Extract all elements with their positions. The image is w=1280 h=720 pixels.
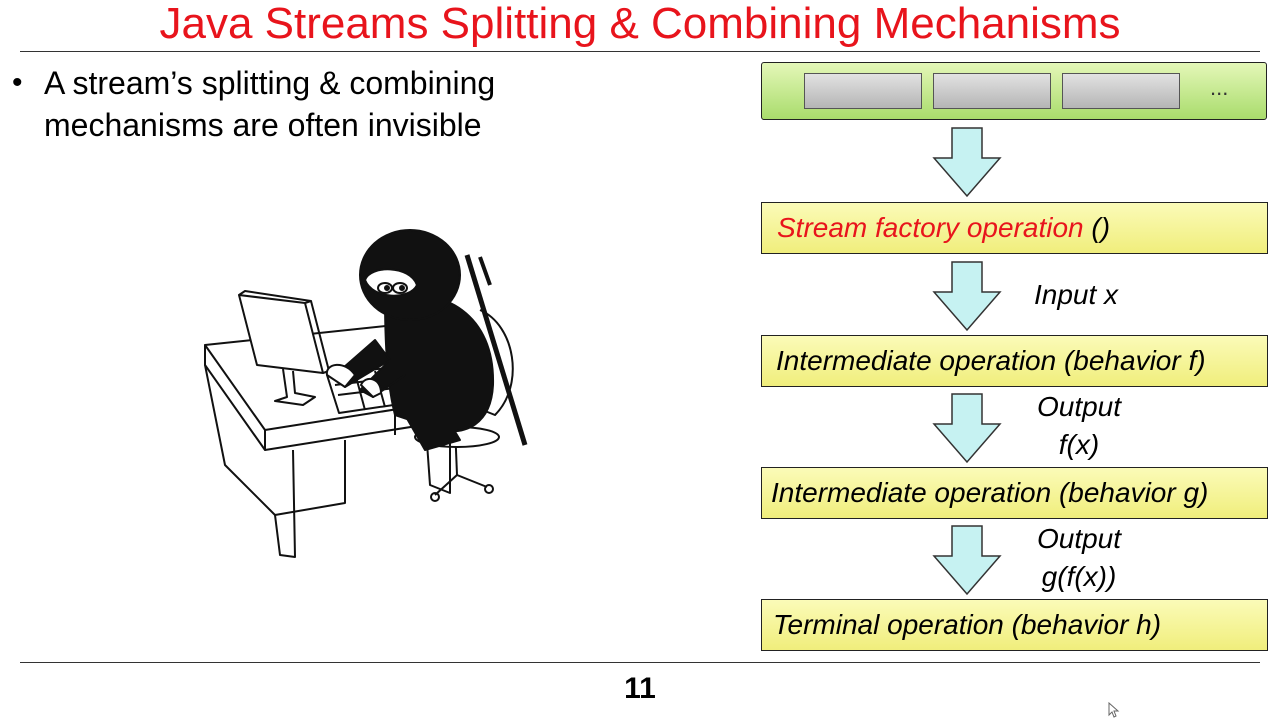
stream-element-3 (1062, 73, 1180, 109)
slide-title: Java Streams Splitting & Combining Mecha… (159, 0, 1121, 48)
down-arrow-icon (932, 261, 1002, 332)
stream-factory-operation-box: Stream factory operation () (761, 202, 1268, 254)
terminal-operation-box: Terminal operation (behavior h) (761, 599, 1268, 651)
stream-element-1 (804, 73, 922, 109)
intermediate-operation-g-box: Intermediate operation (behavior g) (761, 467, 1268, 519)
label-input: Input x (1033, 279, 1119, 310)
stream-element-2 (933, 73, 1051, 109)
stream-ellipsis: ... (1210, 75, 1229, 100)
mouse-cursor-icon (1108, 702, 1120, 718)
intermediate-operation-f-box: Intermediate operation (behavior f) (761, 335, 1268, 387)
down-arrow-icon (932, 393, 1002, 464)
intermediate-g-text: Intermediate operation (behavior g) (771, 477, 1209, 508)
bullet-dot: • (12, 66, 23, 99)
factory-op-suffix: () (1083, 212, 1111, 243)
ninja-illustration (204, 229, 528, 558)
terminal-op-text: Terminal operation (behavior h) (773, 609, 1162, 640)
intermediate-f-text: Intermediate operation (behavior f) (776, 345, 1206, 376)
stream-source-bar: ... (761, 62, 1267, 120)
footer-divider (20, 662, 1260, 663)
label-output-2: Output (1036, 523, 1122, 554)
page-number: 11 (624, 672, 656, 705)
label-output-1-value: f(x) (1058, 429, 1100, 460)
down-arrow-icon (932, 127, 1002, 198)
title-divider (20, 51, 1260, 52)
label-output-2-value: g(f(x)) (1041, 561, 1117, 592)
bullet-text: A stream’s splitting & combining mechani… (44, 65, 496, 143)
bullet-item: • A stream’s splitting & combining mecha… (12, 62, 604, 146)
down-arrow-icon (932, 525, 1002, 596)
factory-op-text: Stream factory operation (777, 212, 1084, 243)
label-output-1: Output (1036, 391, 1122, 422)
